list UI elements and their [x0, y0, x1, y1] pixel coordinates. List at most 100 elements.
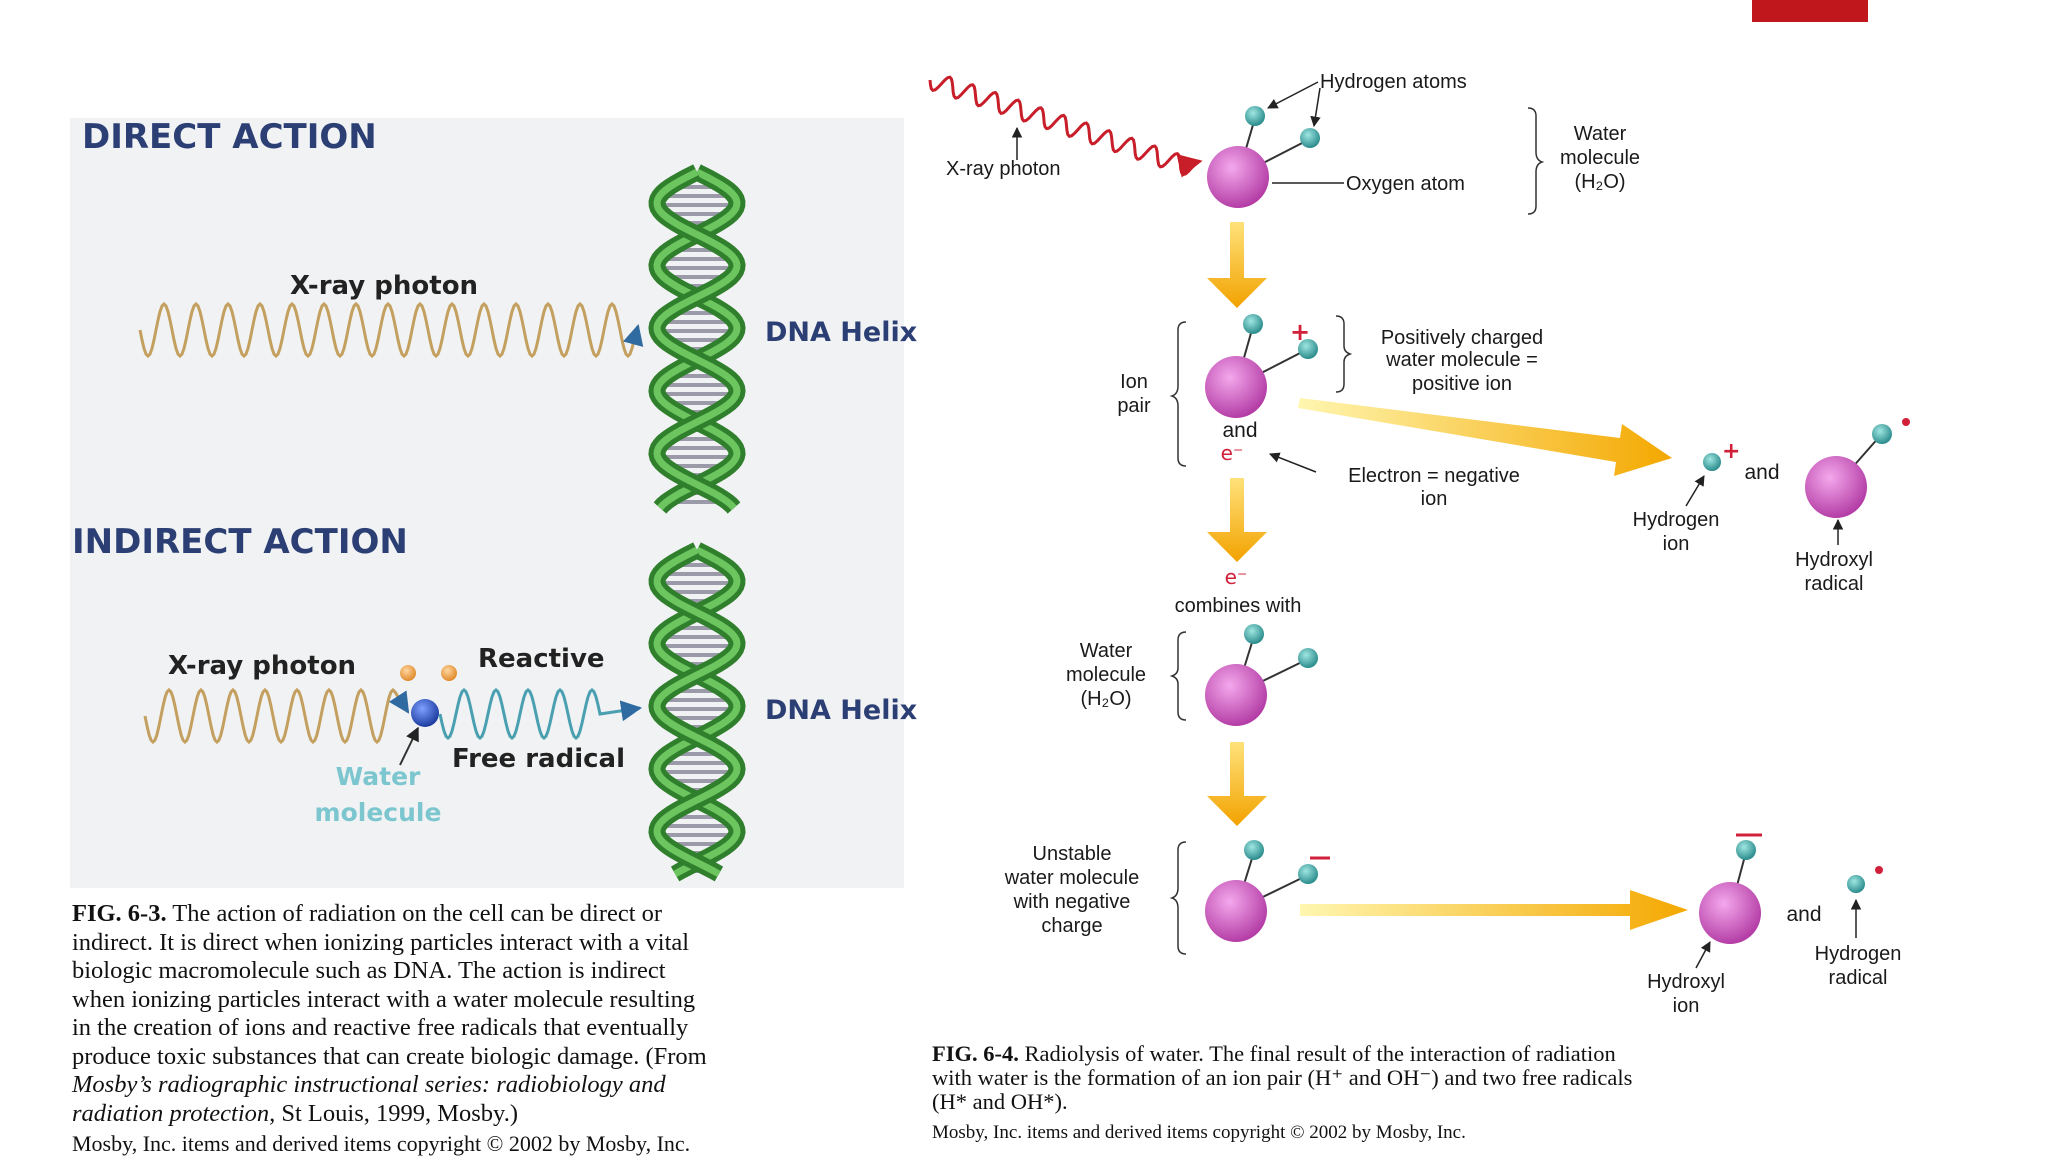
ion-pair-label-2: pair — [1117, 395, 1151, 417]
hydroxyl-ion-label-1: Hydroxyl — [1647, 971, 1725, 993]
left-panel — [70, 118, 904, 888]
hydrogen-ion-label-1: Hydrogen — [1633, 509, 1720, 531]
oxygen-atom-label: Oxygen atom — [1346, 173, 1465, 195]
water-molecule-label-1: Water — [1574, 123, 1627, 145]
reactive-label: Reactive — [478, 644, 605, 674]
dna-strand-highlight — [653, 168, 741, 511]
hydrogen-radical-label-1: Hydrogen — [1815, 943, 1902, 965]
hydroxyl-ion-label-2: ion — [1673, 995, 1700, 1017]
electron-symbol-2: e⁻ — [1225, 565, 1248, 589]
down-arrow-icon — [1207, 478, 1267, 562]
indirect-photon-wave — [143, 687, 410, 745]
positive-label-3: positive ion — [1412, 373, 1512, 395]
caption-line: indirect. It is direct when ionizing par… — [72, 928, 690, 956]
caption-line: FIG. 6-3. The action of radiation on the… — [72, 900, 663, 927]
fig-6-3-caption: FIG. 6-3. The action of radiation on the… — [72, 900, 912, 1128]
yellow-arrow-to-products-2 — [1300, 890, 1688, 930]
direct-photon-wave — [138, 301, 644, 359]
electron-label-2: ion — [1421, 488, 1448, 510]
and-label-2: and — [1744, 461, 1779, 484]
unstable-brace — [1169, 841, 1187, 955]
hydrogen-radical-dot — [1875, 866, 1883, 874]
electron-label-1: Electron = negative — [1348, 465, 1520, 487]
combines-with-label: combines with — [1175, 595, 1302, 617]
water-molecule-2 — [1205, 624, 1318, 726]
electron-symbol-1: e⁻ — [1221, 441, 1244, 465]
positive-label-2: water molecule = — [1385, 349, 1538, 371]
water-brace-2 — [1169, 631, 1187, 721]
water-brace-1 — [1527, 107, 1545, 215]
yellow-arrow-to-products-1 — [1298, 398, 1672, 476]
process-arrows — [1207, 222, 1267, 826]
photon-label: X-ray photon — [946, 158, 1061, 180]
caption-line: radiation protection, St Louis, 1999, Mo… — [72, 1099, 519, 1127]
caption-line: in the creation of ions and reactive fre… — [72, 1014, 689, 1041]
caption-line: when ionizing particles interact with a … — [72, 985, 696, 1013]
hydrogen-ion-plus: + — [1722, 439, 1740, 464]
water-molecule-2-label-1: Water — [1080, 640, 1133, 662]
free-radical-wave — [438, 687, 643, 741]
hydroxyl-radical-icon — [1805, 418, 1910, 518]
direct-action-heading: DIRECT ACTION — [82, 117, 377, 157]
indirect-photon-label: X-ray photon — [168, 651, 356, 681]
unstable-label-3: with negative — [1013, 891, 1131, 913]
fig-6-4-copyright: Mosby, Inc. items and derived items copy… — [932, 1122, 1466, 1143]
h-atom-pointer-1 — [1267, 81, 1319, 109]
electron-pointer — [1269, 452, 1317, 473]
h-atom-pointer-2 — [1310, 87, 1321, 128]
hydrogen-ion-icon — [1703, 453, 1721, 471]
dna-label-indirect: DNA Helix — [765, 695, 917, 726]
ion-pair-brace — [1169, 321, 1187, 467]
and-label-3: and — [1786, 903, 1821, 926]
water-pointer — [399, 726, 419, 766]
direct-photon-label: X-ray photon — [290, 271, 478, 301]
water-molecule-2-label-2: molecule — [1066, 664, 1146, 686]
dna-strand-highlight — [653, 546, 741, 878]
free-radical-dot-1 — [400, 665, 416, 681]
dna-helix-icon-direct — [648, 164, 746, 514]
caption-line: FIG. 6-4. Radiolysis of water. The final… — [932, 1041, 1616, 1066]
accent-bar — [1752, 0, 1868, 22]
caption-line: biologic macromolecule such as DNA. The … — [72, 957, 666, 984]
caption-line: (H* and OH*). — [932, 1089, 1068, 1114]
water-molecule-1 — [1207, 106, 1320, 208]
hydroxyl-radical-label-1: Hydroxyl — [1795, 549, 1873, 571]
dna-strand-highlight — [653, 168, 741, 511]
hydroxyl-ion-pointer — [1695, 941, 1711, 969]
unstable-water-molecule — [1205, 840, 1330, 942]
hydrogen-ion-label-2: ion — [1663, 533, 1690, 555]
ion-pair-label-1: Ion — [1120, 371, 1148, 393]
water-label-line2: molecule — [315, 798, 442, 827]
water-molecule-icon — [411, 699, 439, 727]
unstable-label-4: charge — [1041, 915, 1102, 937]
svg-text:+: + — [1290, 318, 1310, 346]
hydrogen-atoms-label: Hydrogen atoms — [1320, 71, 1467, 93]
water-label-line1: Water — [336, 762, 421, 791]
hydroxyl-radical-label-2: radical — [1805, 573, 1864, 595]
caption-line: with water is the formation of an ion pa… — [932, 1065, 1633, 1090]
water-molecule-label-2: molecule — [1560, 147, 1640, 169]
water-molecule-label-3: (H₂O) — [1574, 171, 1625, 193]
positive-ion-brace — [1335, 315, 1353, 393]
unstable-label-1: Unstable — [1033, 843, 1112, 865]
indirect-action-heading: INDIRECT ACTION — [72, 522, 408, 562]
positive-ion-molecule: + — [1205, 314, 1318, 418]
down-arrow-icon — [1207, 222, 1267, 308]
down-arrow-icon — [1207, 742, 1267, 826]
fig-6-4-caption: FIG. 6-4. Radiolysis of water. The final… — [932, 1042, 1932, 1114]
positive-label-1: Positively charged — [1381, 327, 1543, 349]
hydrogen-radical-label-2: radical — [1829, 967, 1888, 989]
unstable-label-2: water molecule — [1004, 867, 1140, 889]
dna-label-direct: DNA Helix — [765, 317, 917, 348]
water-molecule-2-label-3: (H₂O) — [1080, 688, 1131, 710]
caption-line: Mosby’s radiographic instructional serie… — [72, 1071, 666, 1098]
free-radical-dot-2 — [441, 665, 457, 681]
caption-line: produce toxic substances that can create… — [72, 1042, 707, 1070]
dna-strand-highlight — [653, 546, 741, 878]
and-label-1: and — [1222, 419, 1257, 442]
xray-photon-wave-red — [928, 75, 1203, 178]
free-radical-label: Free radical — [452, 744, 625, 774]
fig-6-3-cut-line: Mosby, Inc. items and derived items copy… — [72, 1131, 691, 1156]
hydrogen-ion-pointer — [1685, 475, 1705, 507]
